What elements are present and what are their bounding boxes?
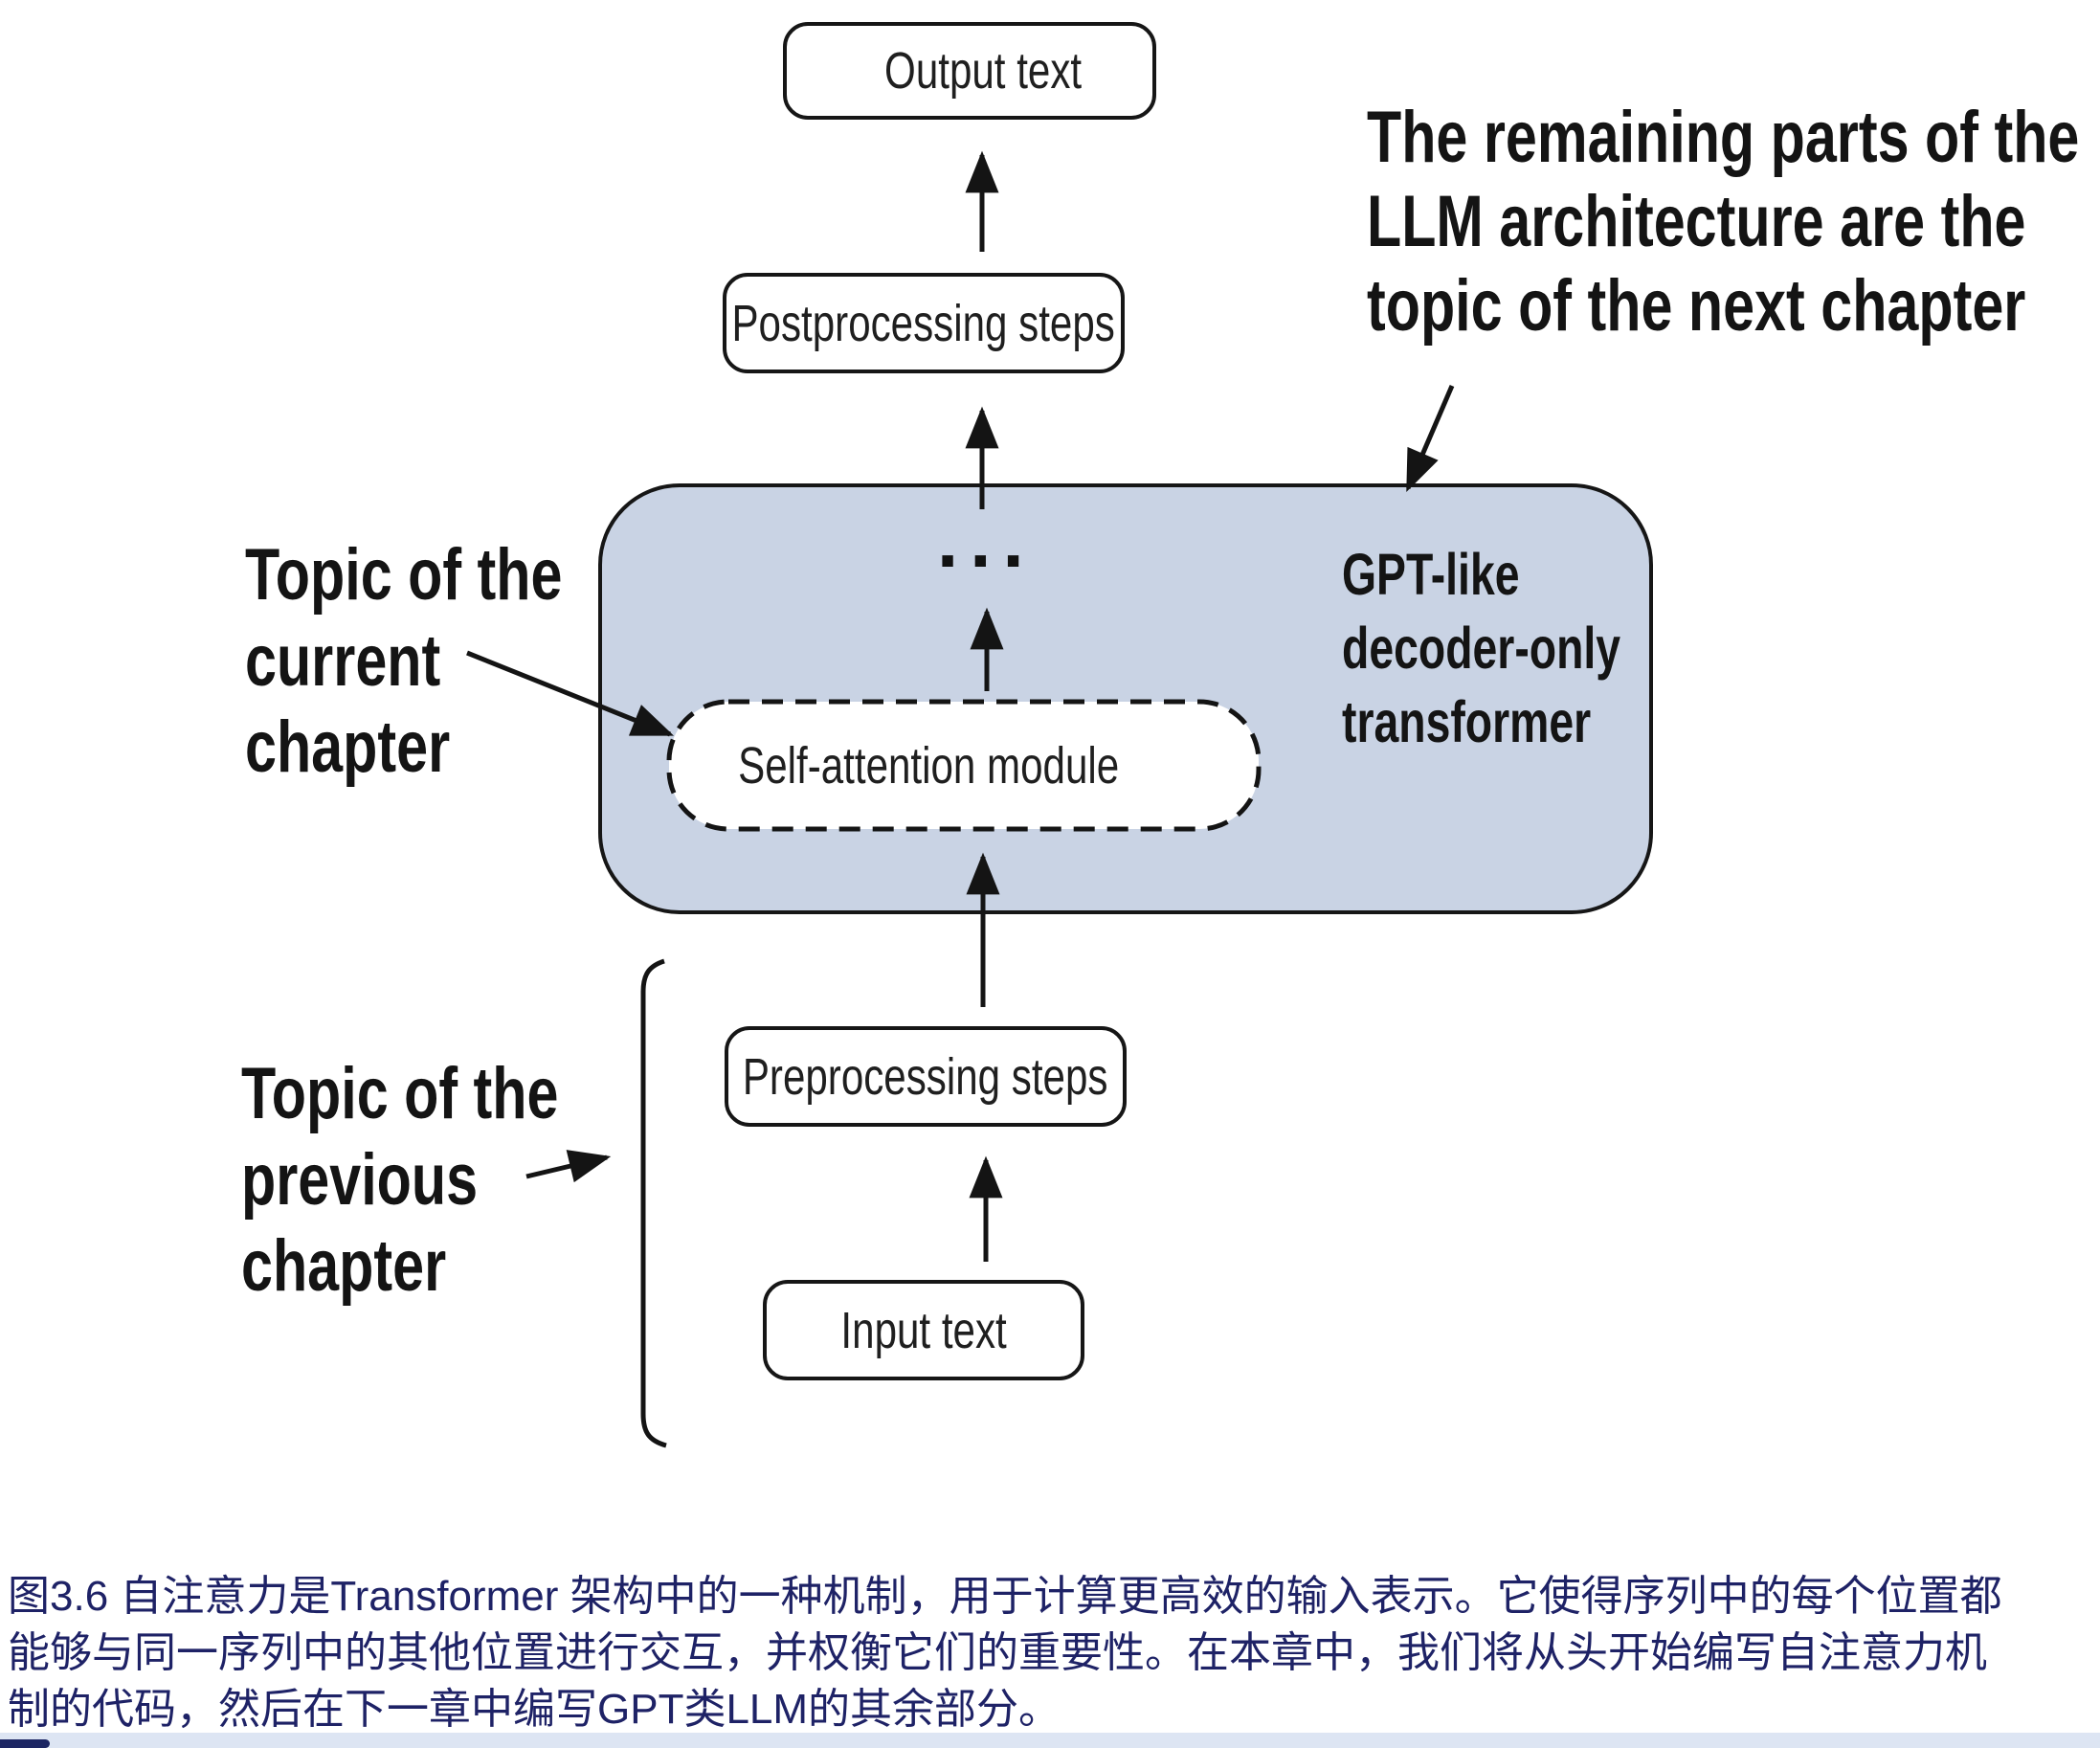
bottom-bar: [0, 1733, 2100, 1748]
figure-caption: 图3.6 自注意力是Transformer 架构中的一种机制，用于计算更高效的输…: [8, 1568, 2002, 1737]
arrow-remaining-pointer: [1405, 385, 1455, 493]
node-output-label: Output text: [883, 42, 1083, 100]
node-postprocessing-steps: Postprocessing steps: [723, 273, 1125, 373]
node-output-text: Output text: [783, 22, 1156, 120]
gpt-label-line1: GPT-like: [1342, 542, 1520, 607]
annotation-remaining-parts: The remaining parts of the LLM architect…: [1367, 96, 2079, 348]
annotation-current-chapter: Topic of the current chapter: [245, 532, 562, 791]
gpt-decoder-label: GPT-like decoder-only transformer: [1342, 538, 1620, 759]
annotation-previous-line3: chapter: [241, 1225, 447, 1307]
previous-chapter-bracket: [640, 958, 667, 1448]
gpt-transformer-container: [598, 483, 1653, 914]
caption-line1: 图3.6 自注意力是Transformer 架构中的一种机制，用于计算更高效的输…: [8, 1573, 2002, 1620]
node-input-text: Input text: [763, 1280, 1084, 1380]
caption-line2: 能够与同一序列中的其他位置进行交互，并权衡它们的重要性。在本章中，我们将从头开始…: [8, 1629, 1987, 1676]
annotation-previous-chapter: Topic of the previous chapter: [241, 1051, 558, 1310]
gpt-label-line3: transformer: [1342, 689, 1592, 754]
annotation-remaining-line2: LLM architecture are the: [1367, 181, 2026, 262]
annotation-current-line3: chapter: [245, 706, 451, 788]
node-preprocessing-steps: Preprocessing steps: [725, 1026, 1127, 1127]
node-postprocessing-label: Postprocessing steps: [731, 294, 1116, 352]
annotation-current-line1: Topic of the: [245, 534, 563, 616]
annotation-remaining-line3: topic of the next chapter: [1367, 265, 2026, 347]
annotation-current-line2: current: [245, 620, 441, 702]
gpt-label-line2: decoder-only: [1342, 616, 1621, 681]
node-preprocessing-label: Preprocessing steps: [743, 1047, 1108, 1106]
ellipsis-dots: ...: [937, 498, 1036, 583]
node-self-attention-module: Self-attention module: [667, 700, 1261, 831]
caption-line3: 制的代码，然后在下一章中编写GPT类LLM的其余部分。: [8, 1686, 1061, 1733]
annotation-remaining-line1: The remaining parts of the: [1367, 97, 2080, 178]
node-input-label: Input text: [840, 1301, 1007, 1359]
annotation-previous-line1: Topic of the: [241, 1053, 559, 1134]
progress-chip: [0, 1739, 50, 1748]
annotation-previous-line2: previous: [241, 1139, 479, 1221]
node-self-attention-label: Self-attention module: [737, 736, 1120, 795]
